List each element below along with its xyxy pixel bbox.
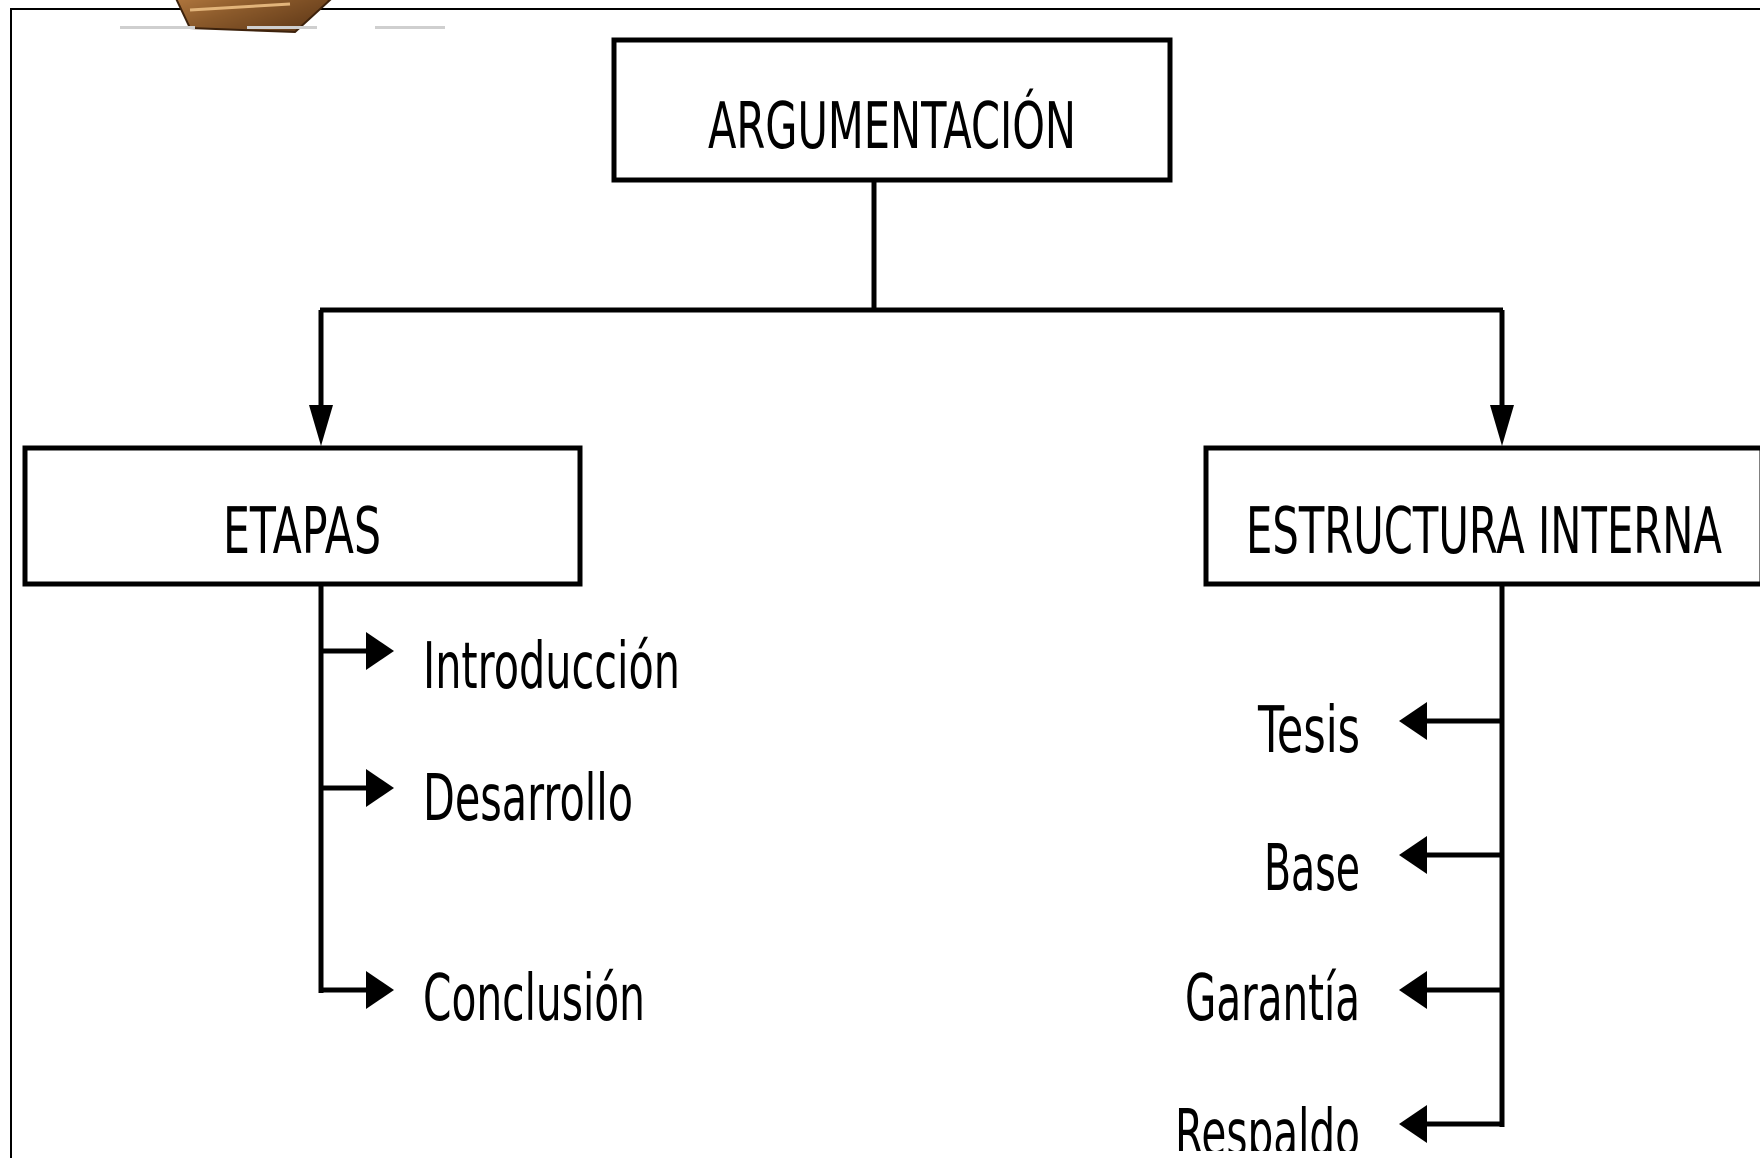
right-drop-arrow-icon [1490, 405, 1514, 446]
book-logo-icon [120, 0, 445, 34]
estructura-item: Respaldo [1175, 1097, 1502, 1151]
right-arrow-icon [366, 971, 394, 1009]
left-arrow-icon [1399, 1105, 1427, 1143]
etapas-item-label: Desarrollo [423, 762, 633, 836]
etapas-item: Conclusión [321, 962, 645, 1036]
root-box [611, 37, 1173, 183]
estructura-item-label: Tesis [1257, 694, 1360, 768]
etapas-label: ETAPAS [223, 495, 381, 569]
slide-frame [10, 8, 1760, 1158]
etapas-item-label: Introducción [423, 630, 680, 704]
etapas-item-label: Conclusión [423, 962, 645, 1036]
estructura-interna-label: ESTRUCTURA INTERNA [1246, 495, 1722, 569]
estructura-item: Tesis [1257, 694, 1502, 768]
root-node: ARGUMENTACIÓN [611, 37, 1173, 183]
root-label: ARGUMENTACIÓN [708, 88, 1076, 164]
left-arrow-icon [1399, 836, 1427, 874]
estructura-item-label: Garantía [1185, 962, 1360, 1036]
estructura-interna-node: ESTRUCTURA INTERNA [1203, 445, 1760, 587]
estructura-item-label: Base [1264, 832, 1360, 906]
left-arrow-icon [1399, 971, 1427, 1009]
root-connectors [318, 180, 1505, 408]
estructura-interna-box [1203, 445, 1760, 587]
left-drop-arrow-icon [309, 405, 333, 446]
etapas-box [22, 445, 583, 587]
estructura-item-label: Respaldo [1175, 1097, 1360, 1151]
right-arrow-icon [366, 769, 394, 807]
etapas-node: ETAPAS [22, 445, 583, 587]
left-arrow-icon [1399, 702, 1427, 740]
estructura-item: Garantía [1185, 962, 1502, 1036]
estructura-item: Base [1264, 832, 1502, 906]
etapas-item: Introducción [321, 630, 680, 704]
right-arrow-icon [366, 632, 394, 670]
etapas-item: Desarrollo [321, 762, 633, 836]
